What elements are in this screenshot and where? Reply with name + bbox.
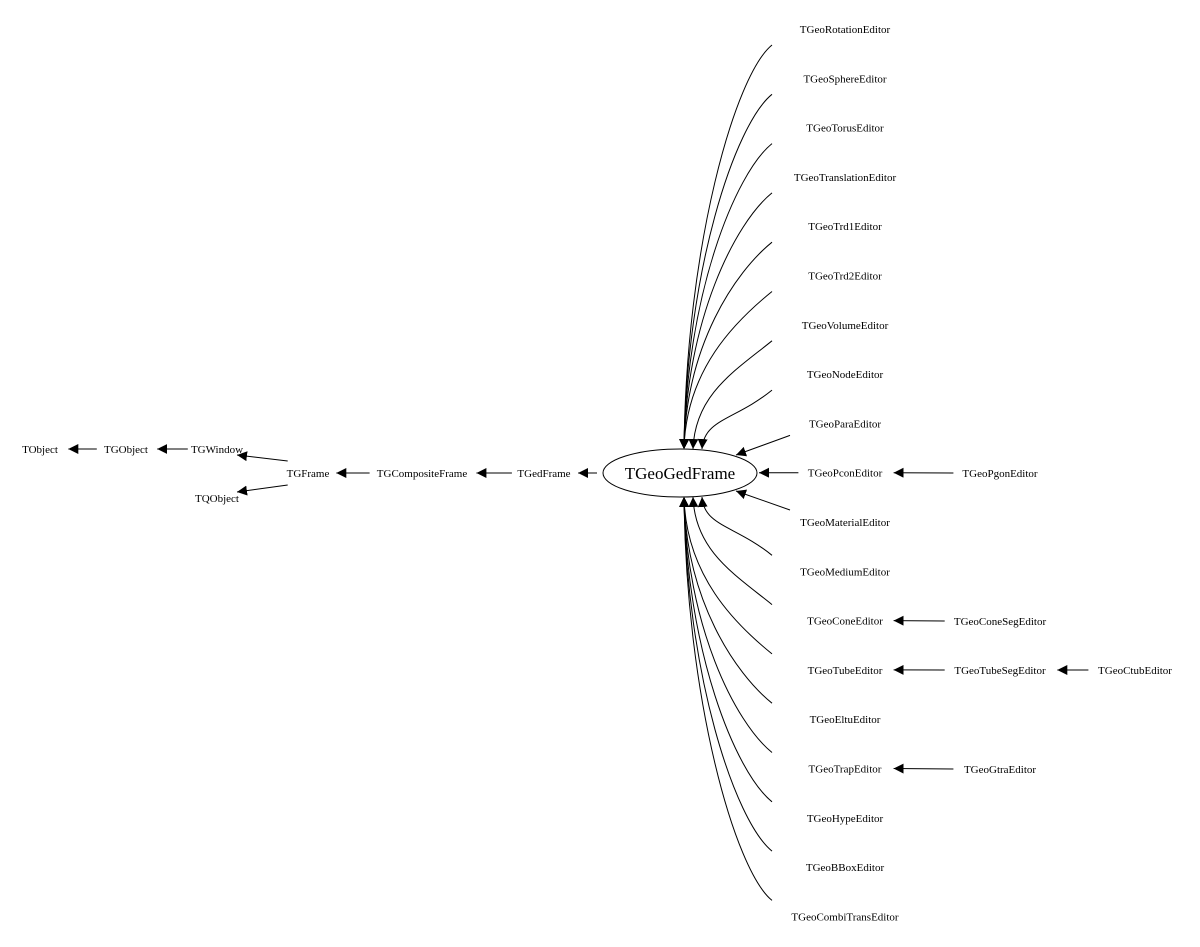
node-tgframe[interactable]: TGFrame: [287, 468, 330, 480]
node-tgeotoruseditor[interactable]: TGeoTorusEditor: [806, 123, 884, 135]
node-tgeoctubeditor[interactable]: TGeoCtubEditor: [1098, 665, 1172, 677]
edge-tgeoparaeditor-to-tgeogedframe: [735, 434, 791, 457]
edge-tgeotranslationeditor-to-tgeogedframe: [679, 192, 773, 450]
edge-tgeotrd1editor-to-tgeogedframe: [679, 241, 773, 450]
node-tgcompositeframe[interactable]: TGCompositeFrame: [377, 468, 468, 480]
node-tgwindow[interactable]: TGWindow: [191, 444, 243, 456]
node-tgeoeltueditor[interactable]: TGeoEltuEditor: [810, 714, 881, 726]
edge-tgeorotationeditor-to-tgeogedframe: [679, 44, 773, 450]
node-tobject[interactable]: TObject: [22, 444, 58, 456]
edge-tgeosphereeditor-to-tgeogedframe: [679, 93, 773, 450]
node-tgedframe[interactable]: TGedFrame: [517, 468, 570, 480]
node-tgeoconeeditor[interactable]: TGeoConeEditor: [807, 616, 883, 628]
node-tqobject[interactable]: TQObject: [195, 493, 239, 505]
node-tgeocombitranseditor[interactable]: TGeoCombiTransEditor: [791, 911, 898, 923]
node-tgeomaterialeditor[interactable]: TGeoMaterialEditor: [800, 517, 890, 529]
node-tgeoparaeditor[interactable]: TGeoParaEditor: [809, 418, 881, 430]
edge-tgeotrapeditor-to-tgeogedframe: [679, 496, 773, 753]
node-tgeotrd2editor[interactable]: TGeoTrd2Editor: [808, 271, 882, 283]
node-tgeosphereeditor[interactable]: TGeoSphereEditor: [803, 73, 886, 85]
edge-tgeotoruseditor-to-tgeogedframe: [679, 143, 773, 450]
edge-tgeogtraeditor-to-tgeotrapeditor: [893, 763, 954, 774]
node-tgeohypeeditor[interactable]: TGeoHypeEditor: [807, 813, 884, 825]
node-tgeogtraeditor[interactable]: TGeoGtraEditor: [964, 764, 1036, 776]
node-tgeomediumeditor[interactable]: TGeoMediumEditor: [800, 566, 890, 578]
node-tgeotubeeditor[interactable]: TGeoTubeEditor: [808, 665, 883, 677]
node-tgeovolumeeditor[interactable]: TGeoVolumeEditor: [802, 320, 889, 332]
node-tgeopgoneditor[interactable]: TGeoPgonEditor: [962, 468, 1037, 480]
node-tgeoconesegeditor[interactable]: TGeoConeSegEditor: [954, 616, 1047, 628]
node-tgeobboxeditor[interactable]: TGeoBBoxEditor: [806, 862, 885, 874]
node-tgeotubesegeditor[interactable]: TGeoTubeSegEditor: [954, 665, 1046, 677]
edge-tgeomediumeditor-to-tgeogedframe: [697, 496, 773, 556]
edge-tgeovolumeeditor-to-tgeogedframe: [688, 340, 773, 450]
node-tgeopconeditor[interactable]: TGeoPconEditor: [808, 468, 883, 480]
edge-tgframe-to-tqobject: [236, 484, 288, 496]
node-tgeogedframe[interactable]: TGeoGedFrame: [625, 464, 735, 483]
main-node-ellipse: [602, 448, 758, 498]
edge-tgeotubeeditor-to-tgeogedframe: [679, 496, 773, 655]
node-tgobject[interactable]: TGObject: [104, 444, 148, 456]
edge-tgeotrd2editor-to-tgeogedframe: [679, 291, 773, 450]
node-tgeotranslationeditor[interactable]: TGeoTranslationEditor: [794, 172, 897, 184]
edge-tgeoeltueditor-to-tgeogedframe: [679, 496, 773, 704]
node-tgeonodeeditor[interactable]: TGeoNodeEditor: [807, 369, 884, 381]
edge-tgeobboxeditor-to-tgeogedframe: [679, 496, 773, 852]
node-tgeotrd1editor[interactable]: TGeoTrd1Editor: [808, 221, 882, 233]
edge-tgeoconeeditor-to-tgeogedframe: [688, 496, 773, 605]
edge-tgframe-to-tgwindow: [236, 451, 288, 462]
node-tgeorotationeditor[interactable]: TGeoRotationEditor: [800, 24, 891, 36]
node-tgeotrapeditor[interactable]: TGeoTrapEditor: [809, 764, 882, 776]
edge-tgeohypeeditor-to-tgeogedframe: [679, 496, 773, 803]
edge-tgeocombitranseditor-to-tgeogedframe: [679, 496, 773, 901]
edge-tgeonodeeditor-to-tgeogedframe: [697, 389, 773, 450]
edge-tgeomaterialeditor-to-tgeogedframe: [735, 489, 791, 511]
